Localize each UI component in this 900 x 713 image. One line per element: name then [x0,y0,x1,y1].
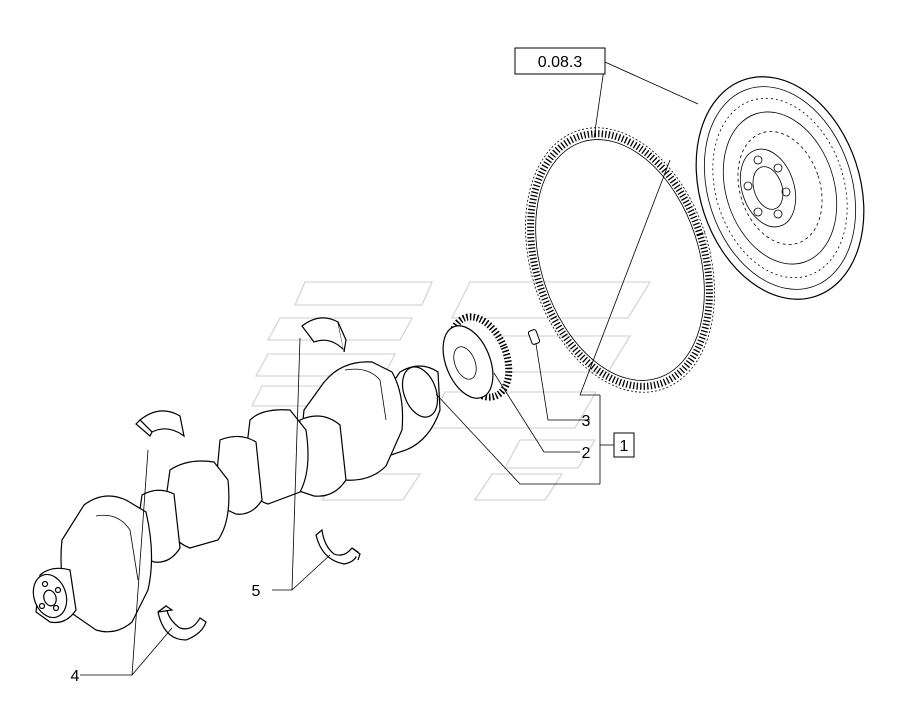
callout-1[interactable]: 1 [613,432,635,458]
callout-label-2: 2 [582,445,591,462]
crankshaft [32,361,441,633]
reference-callout-flywheel[interactable]: 0.08.3 [514,47,606,75]
leader-lines [80,61,699,676]
callout-label-3: 3 [582,413,591,430]
callout-label-4: 4 [71,668,80,685]
crankshaft-gear [442,313,513,401]
ring-gear [525,127,715,393]
callout-label-1: 1 [620,438,629,455]
thrust-bearing-shells [301,317,361,565]
reference-label: 0.08.3 [538,54,583,71]
woodruff-key [527,329,541,345]
callout-3[interactable]: 3 [582,413,591,430]
callout-2[interactable]: 2 [582,445,591,462]
main-bearing-shells [135,410,207,641]
callout-5[interactable]: 5 [252,583,261,600]
flywheel [695,76,865,300]
callout-4[interactable]: 4 [71,668,80,685]
callout-label-5: 5 [252,583,261,600]
